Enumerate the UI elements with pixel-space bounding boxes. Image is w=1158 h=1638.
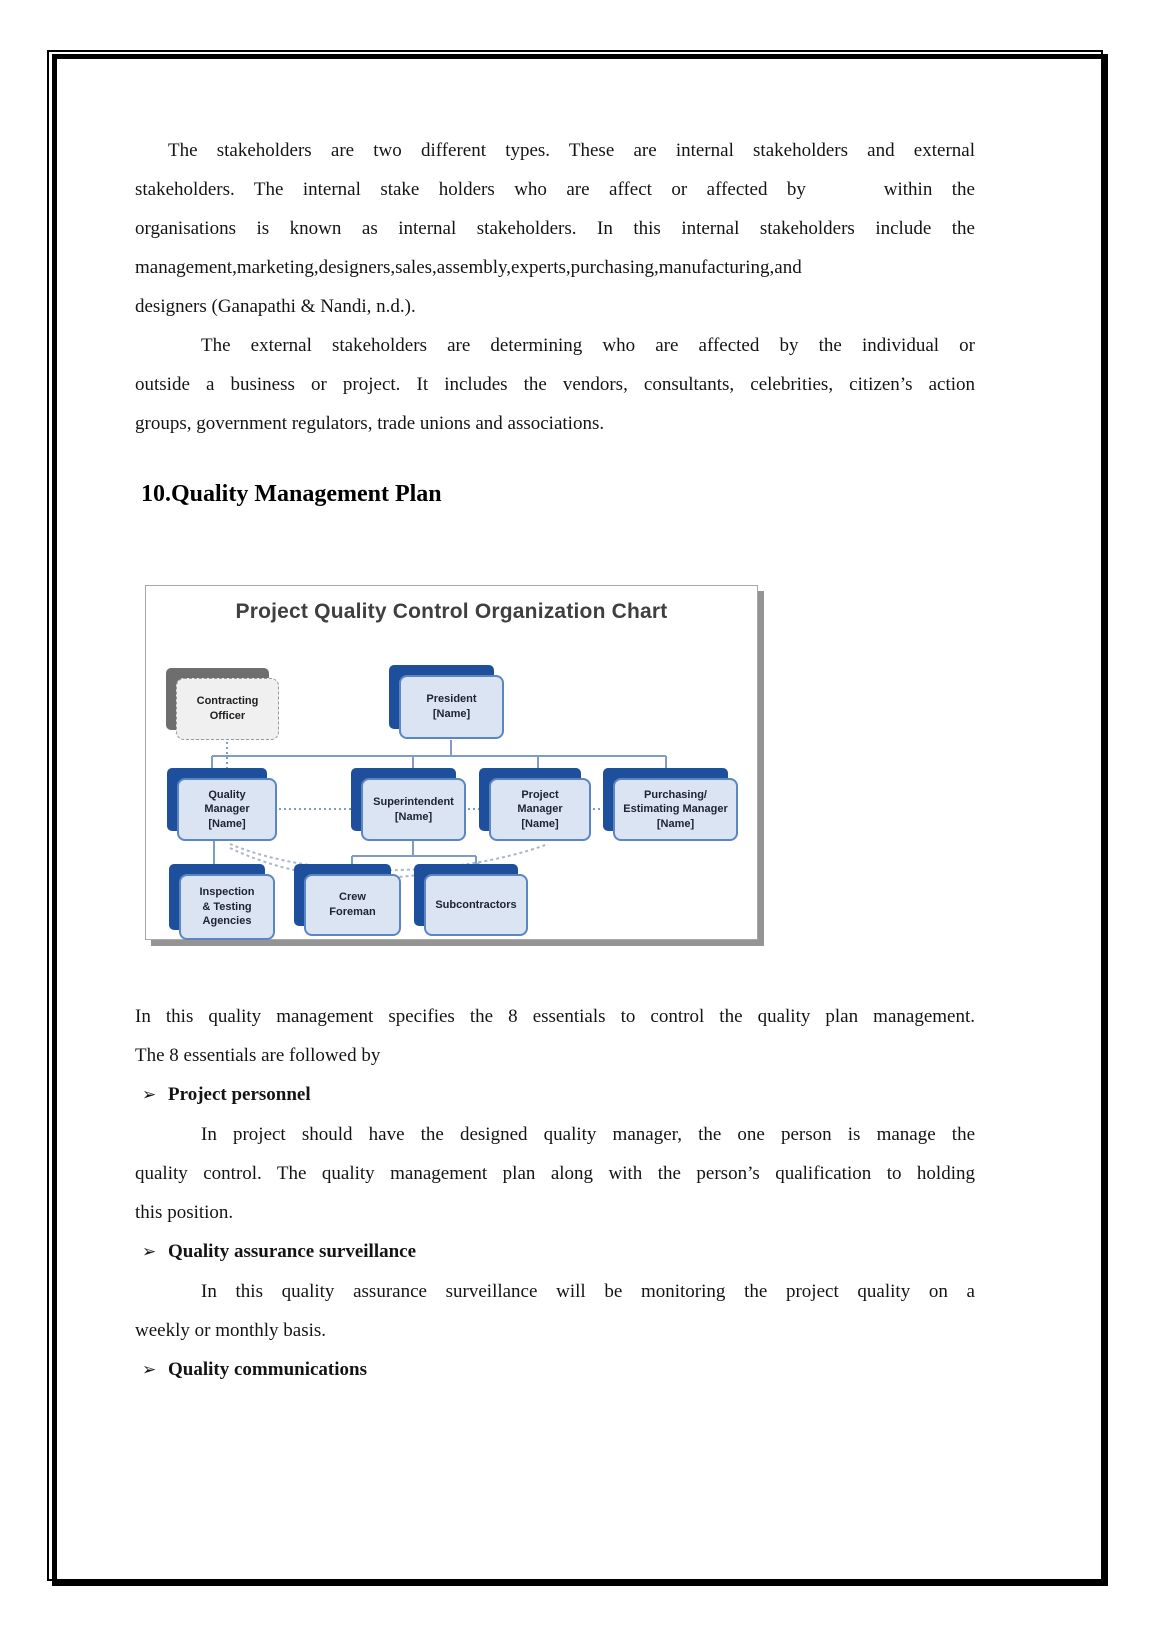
section-heading-quality-management-plan: 10.Quality Management Plan	[141, 481, 442, 507]
org-node-superintendent: Superintendent [Name]	[351, 768, 466, 841]
org-chart-title: Project Quality Control Organization Cha…	[235, 600, 668, 623]
org-node-purchasing-estimating-manager: Purchasing/ Estimating Manager [Name]	[603, 768, 738, 841]
bullet-quality-assurance-surveillance: ➢ Quality assurance surveillance	[135, 1232, 975, 1272]
bullet-project-personnel: ➢ Project personnel	[135, 1075, 975, 1115]
org-node-quality-manager: Quality Manager [Name]	[167, 768, 277, 841]
arrow-bullet-icon: ➢	[142, 1242, 157, 1262]
page-border-outer	[47, 50, 1103, 1581]
org-node-president: President [Name]	[389, 665, 504, 739]
org-chart-figure: Project Quality Control Organization Cha…	[145, 585, 758, 940]
org-node-inspection-testing-agencies: Inspection & Testing Agencies	[169, 864, 275, 940]
bullet-label: Quality assurance surveillance	[168, 1241, 417, 1262]
bullet-label: Quality communications	[168, 1359, 367, 1380]
bullet-label: Project personnel	[168, 1084, 311, 1105]
arrow-bullet-icon: ➢	[142, 1085, 157, 1105]
paragraph-quality-assurance-detail: In this quality assurance surveillance w…	[135, 1281, 975, 1341]
org-node-subcontractors: Subcontractors	[414, 864, 528, 936]
paragraph-external-stakeholders: The external stakeholders are determinin…	[135, 335, 975, 434]
arrow-bullet-icon: ➢	[142, 1360, 157, 1380]
org-node-contracting-officer: Contracting Officer	[166, 668, 279, 740]
bullet-quality-communications: ➢ Quality communications	[135, 1350, 975, 1390]
paragraph-project-personnel-detail: In project should have the designed qual…	[135, 1124, 975, 1223]
paragraph-eight-essentials: In this quality management specifies the…	[135, 1006, 975, 1066]
org-node-crew-foreman: Crew Foreman	[294, 864, 401, 936]
document-page-content: The stakeholders are two different types…	[135, 131, 975, 1390]
paragraph-internal-stakeholders: The stakeholders are two different types…	[135, 140, 975, 317]
org-node-project-manager: Project Manager [Name]	[479, 768, 591, 841]
page-border-shadow	[52, 54, 1108, 1586]
